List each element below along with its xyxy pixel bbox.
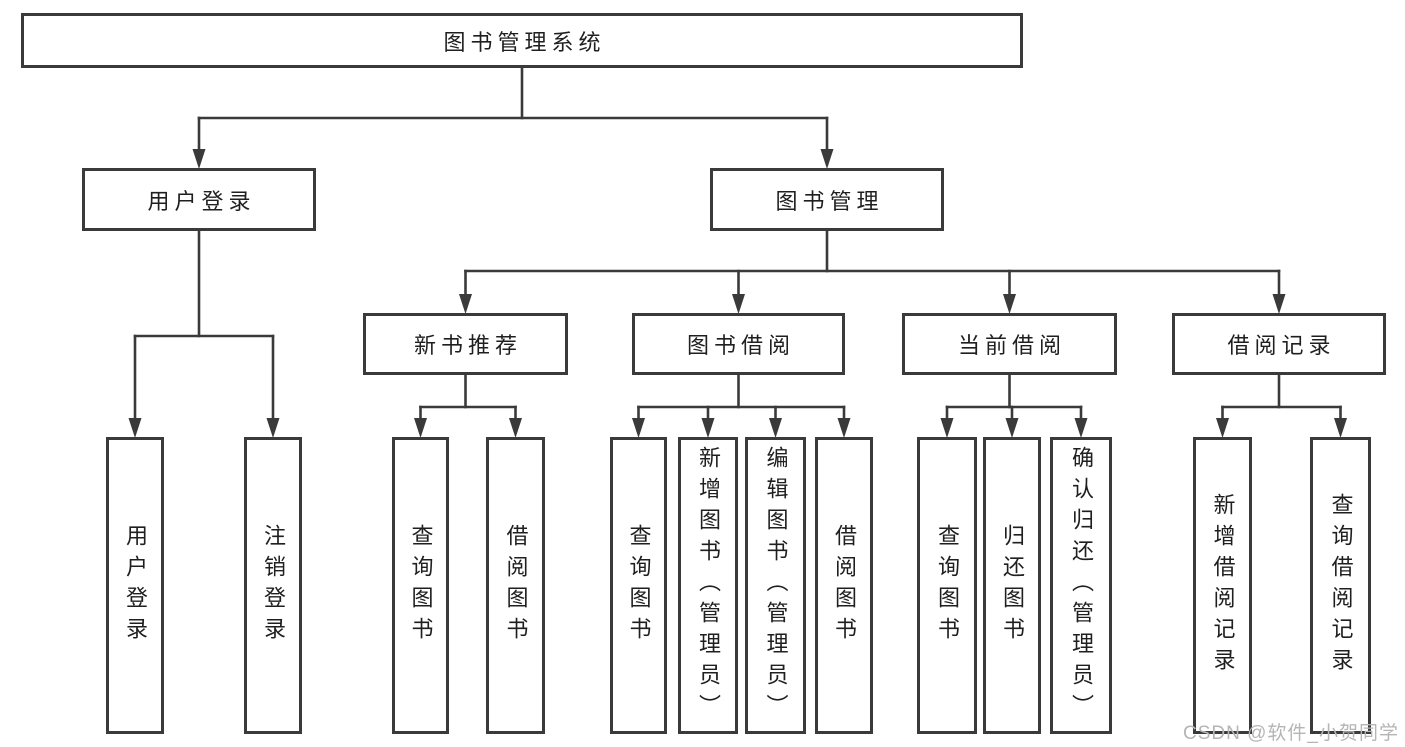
arrowhead-down-icon (509, 418, 522, 438)
node-user-login-group: 用户登录 (82, 168, 316, 231)
node-leaf-borrow-book-1: 借阅图书 (486, 437, 545, 734)
node-label: 图书借阅 (686, 333, 795, 358)
node-label: 确认归还（管理员） (1069, 446, 1094, 725)
arrowhead-down-icon (837, 418, 851, 438)
node-label: 查询图书 (408, 523, 434, 648)
arrowhead-down-icon (1003, 294, 1016, 314)
node-label: 图书管理 (775, 188, 884, 214)
arrowhead-down-icon (192, 149, 206, 169)
node-borrow-records: 借阅记录 (1172, 313, 1386, 375)
node-label: 借阅图书 (503, 523, 529, 648)
arrowhead-down-icon (632, 418, 645, 438)
arrowhead-down-icon (940, 418, 954, 438)
node-leaf-add-book: 新增图书（管理员） (678, 437, 738, 734)
arrowhead-down-icon (1334, 418, 1347, 438)
node-label: 归还图书 (1000, 523, 1025, 648)
arrowhead-down-icon (459, 294, 472, 314)
node-current-borrow: 当前借阅 (902, 313, 1117, 375)
node-leaf-query-book-1: 查询图书 (392, 437, 449, 734)
node-new-book-rec: 新书推荐 (363, 313, 568, 375)
arrowhead-down-icon (266, 418, 280, 438)
node-leaf-query-book-2: 查询图书 (610, 437, 667, 734)
node-label: 图书管理系统 (443, 29, 606, 55)
node-leaf-confirm-return: 确认归还（管理员） (1050, 437, 1112, 734)
arrowhead-down-icon (701, 418, 715, 438)
node-leaf-query-book-3: 查询图书 (917, 437, 977, 734)
node-label: 查询图书 (626, 523, 652, 648)
node-label: 编辑图书（管理员） (763, 446, 789, 725)
node-leaf-return-book: 归还图书 (983, 437, 1041, 734)
node-label: 注销登录 (261, 523, 286, 648)
node-label: 查询图书 (935, 523, 960, 648)
node-label: 当前借阅 (957, 333, 1066, 358)
node-label: 用户登录 (123, 523, 148, 648)
node-leaf-user-login: 用户登录 (106, 437, 164, 734)
arrowhead-down-icon (769, 418, 782, 438)
watermark: CSDN @软件_小贺同学 (1183, 723, 1399, 744)
node-leaf-query-record: 查询借阅记录 (1310, 437, 1371, 734)
node-book-mgmt: 图书管理 (710, 168, 944, 231)
arrowhead-down-icon (414, 418, 427, 438)
node-book-borrow: 图书借阅 (632, 313, 845, 375)
node-label: 借阅图书 (832, 523, 857, 648)
node-label: 借阅记录 (1227, 333, 1336, 358)
arrowhead-down-icon (732, 294, 745, 314)
node-label: 用户登录 (147, 188, 256, 214)
arrowhead-down-icon (820, 149, 834, 169)
node-label: 新书推荐 (413, 333, 522, 358)
arrowhead-down-icon (1216, 418, 1229, 438)
node-leaf-borrow-book-2: 借阅图书 (815, 437, 873, 734)
arrowhead-down-icon (1005, 418, 1019, 438)
node-leaf-logout: 注销登录 (244, 437, 302, 734)
arrowhead-down-icon (1074, 418, 1088, 438)
node-leaf-add-record: 新增借阅记录 (1193, 437, 1252, 734)
arrowhead-down-icon (128, 418, 142, 438)
node-leaf-edit-book: 编辑图书（管理员） (745, 437, 806, 734)
node-label: 查询借阅记录 (1328, 492, 1354, 679)
node-label: 新增图书（管理员） (696, 446, 721, 725)
node-label: 新增借阅记录 (1210, 492, 1236, 679)
arrowhead-down-icon (1272, 294, 1286, 314)
node-root: 图书管理系统 (21, 13, 1023, 68)
